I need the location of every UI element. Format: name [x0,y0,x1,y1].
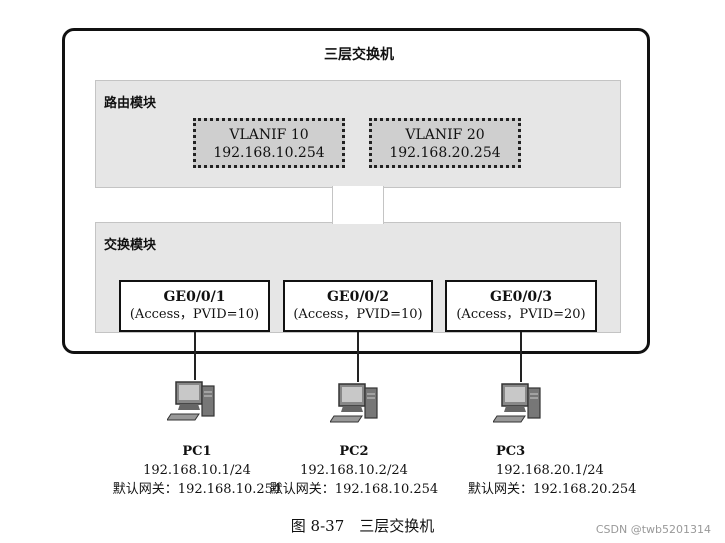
pc-gateway: 默认网关：192.168.10.254 [112,482,282,497]
vlanif-ip: 192.168.20.254 [389,145,501,161]
vlanif-name: VLANIF 20 [405,127,485,143]
pc-name: PC2 [339,444,369,459]
pc1-computer-icon [167,381,215,421]
pc2-info: PC2 192.168.10.2/24 默认网关：192.168.10.254 [229,442,479,499]
pc-ip: 192.168.20.1/24 [496,463,604,478]
pc-ip: 192.168.10.2/24 [300,463,408,478]
vlanif-name: VLANIF 10 [229,127,309,143]
vlanif-20: VLANIF 20 192.168.20.254 [369,118,521,168]
routing-module [95,80,621,188]
pc-ip: 192.168.10.1/24 [143,463,251,478]
pc-name: PC1 [182,444,212,459]
pc3-info: PC3 192.168.20.1/24 默认网关：192.168.20.254 [468,442,718,499]
cable-pc1 [194,332,196,380]
pc-name: PC3 [496,444,526,459]
cable-pc3 [520,332,522,382]
figure-caption: 图 8-37 三层交换机 [290,517,435,535]
port-ge0-0-2: GE0/0/2 (Access，PVID=10) [283,280,433,332]
watermark: CSDN @twb5201314 [595,523,711,536]
port-ge0-0-1: GE0/0/1 (Access，PVID=10) [119,280,270,332]
switching-module-label: 交换模块 [104,238,157,253]
port-mode: (Access，PVID=20) [456,307,586,322]
module-connector [332,186,384,224]
port-name: GE0/0/2 [326,289,390,305]
port-ge0-0-3: GE0/0/3 (Access，PVID=20) [445,280,597,332]
pc3-computer-icon [493,383,541,423]
port-name: GE0/0/1 [163,289,226,305]
routing-module-label: 路由模块 [104,96,157,111]
port-mode: (Access，PVID=10) [129,307,260,322]
pc1-info: PC1 192.168.10.1/24 默认网关：192.168.10.254 [72,442,322,499]
pc2-computer-icon [330,383,378,423]
port-mode: (Access，PVID=10) [293,307,423,322]
pc-gateway: 默认网关：192.168.20.254 [468,482,637,497]
vlanif-ip: 192.168.10.254 [213,145,325,161]
cable-pc2 [357,332,359,382]
switch-title: 三层交换机 [324,47,394,63]
pc-gateway: 默认网关：192.168.10.254 [269,482,439,497]
port-name: GE0/0/3 [489,289,553,305]
vlanif-10: VLANIF 10 192.168.10.254 [193,118,345,168]
